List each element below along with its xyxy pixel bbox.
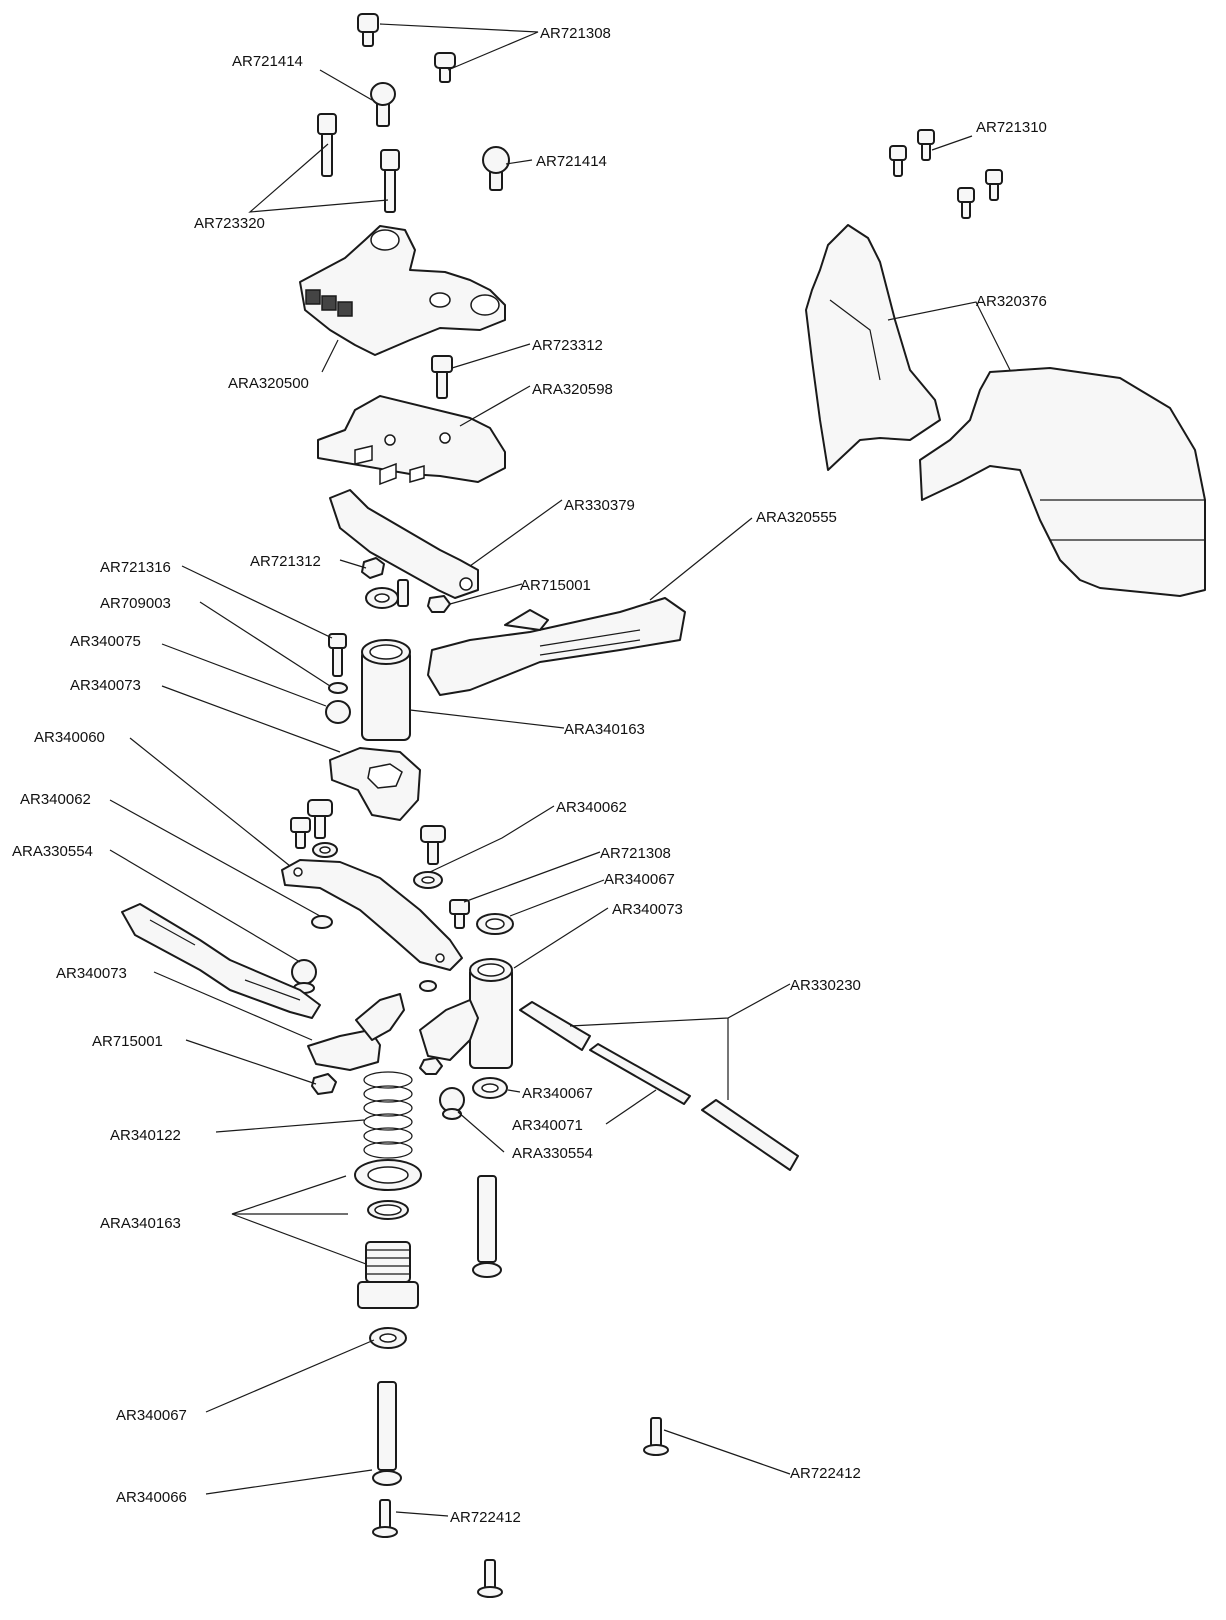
label-ar721312: AR721312	[250, 553, 321, 570]
screw-ar723312	[431, 355, 453, 399]
washer-c	[311, 915, 333, 929]
servo-mount-ara320500	[299, 225, 506, 356]
part-labels: AR721308 AR721414 AR721414 AR723320 ARA3…	[12, 25, 1047, 1526]
label-ar709003: AR709003	[100, 595, 171, 612]
label-ara330554-right: ARA330554	[512, 1145, 593, 1162]
screw-ar721308-mid	[449, 899, 470, 929]
washer-ring-large	[354, 1159, 422, 1191]
label-ar722412-b: AR722412	[790, 1465, 861, 1482]
washer-ar340067-a	[476, 913, 514, 935]
bracket-ar330379	[329, 489, 479, 599]
leader-lines	[109, 23, 1011, 1517]
label-ar340062-left: AR340062	[20, 791, 91, 808]
label-ar340073-c: AR340073	[56, 965, 127, 982]
pivot-pin-right	[472, 1175, 502, 1278]
turnbuckle-left	[121, 903, 321, 1019]
bolt-ar340062-c	[420, 825, 446, 865]
washer-b	[413, 871, 443, 889]
label-ar715001-bottom: AR715001	[92, 1033, 163, 1050]
guard-ar320376-left	[805, 224, 941, 471]
pivot-pin-ar340066-left	[372, 1381, 402, 1486]
screw-ar721308-a	[357, 13, 379, 47]
shaft-ar330230-a	[519, 1001, 591, 1051]
label-ar723312: AR723312	[532, 337, 603, 354]
label-ara340163-bottom: ARA340163	[100, 1215, 181, 1232]
label-ar340122: AR340122	[110, 1127, 181, 1144]
label-ar340067-b: AR340067	[522, 1085, 593, 1102]
threaded-collar	[357, 1241, 419, 1309]
screw-ar723320-long-b	[380, 149, 400, 213]
label-ar722412-a: AR722412	[450, 1509, 521, 1526]
ball-ar340075	[325, 700, 351, 724]
label-ar330379: AR330379	[564, 497, 635, 514]
label-ara340163-top: ARA340163	[564, 721, 645, 738]
spring-ar340122	[363, 1071, 413, 1159]
label-ar721414-b: AR721414	[536, 153, 607, 170]
label-ar721316: AR721316	[100, 559, 171, 576]
nut-ar715001-bottom	[311, 1073, 337, 1095]
screw-ar721414-a	[370, 82, 396, 127]
screw-ar721310-a	[889, 145, 907, 177]
label-ar340060: AR340060	[34, 729, 105, 746]
screw-ar722412-b	[477, 1559, 503, 1598]
label-ar721414-a: AR721414	[232, 53, 303, 70]
o-ring	[367, 1200, 409, 1220]
bolt-ar340062-b	[290, 817, 311, 849]
label-ara320500: ARA320500	[228, 375, 309, 392]
screw-ar721310-c	[957, 187, 975, 219]
label-ar320376: AR320376	[976, 293, 1047, 310]
screw-ar722412-a	[372, 1499, 398, 1538]
label-ar721308-mid: AR721308	[600, 845, 671, 862]
screw-ar722412-c	[643, 1417, 669, 1456]
nut-ar721312	[361, 557, 385, 579]
shock-body-ara340163-top	[361, 639, 411, 741]
label-ar340062-right: AR340062	[556, 799, 627, 816]
shaft-ar330230-b	[701, 1099, 799, 1171]
label-ar340073-b: AR340073	[612, 901, 683, 918]
nut-ar715001-top	[427, 595, 451, 613]
label-ar330230: AR330230	[790, 977, 861, 994]
horn-ar340073-right	[419, 999, 479, 1061]
nut-small-bottom	[419, 1057, 443, 1075]
pillar-mid	[469, 958, 513, 1069]
washer-ar709003	[328, 682, 348, 694]
washer-a	[312, 842, 338, 858]
washer-small-mid	[419, 980, 437, 992]
screw-ar721308-b	[434, 52, 456, 83]
label-ar721308-top: AR721308	[540, 25, 611, 42]
label-ar340067-a: AR340067	[604, 871, 675, 888]
label-ar340067-c: AR340067	[116, 1407, 187, 1424]
pin-small	[397, 579, 409, 607]
plate-ara320598	[317, 395, 506, 486]
arm-ara320555	[427, 597, 686, 696]
label-ar721310: AR721310	[976, 119, 1047, 136]
washer-ar340067-b	[472, 1077, 508, 1099]
screw-ar721310-b	[917, 129, 935, 161]
washer-ar340067-c	[369, 1327, 407, 1349]
bolt-ar340062-a	[307, 799, 333, 839]
screw-ar721414-b	[482, 146, 510, 191]
label-ar340066: AR340066	[116, 1489, 187, 1506]
guard-ar320376-right	[919, 367, 1206, 597]
shaft-ar340071	[589, 1043, 691, 1105]
label-ara330554-left: ARA330554	[12, 843, 93, 860]
screw-ar721310-d	[985, 169, 1003, 201]
label-ar723320: AR723320	[194, 215, 265, 232]
horn-ar340073-left	[307, 993, 405, 1071]
label-ar715001-top: AR715001	[520, 577, 591, 594]
link-arm-ar340060	[281, 859, 463, 971]
label-ara320555: ARA320555	[756, 509, 837, 526]
label-ar340073-a: AR340073	[70, 677, 141, 694]
label-ara320598: ARA320598	[532, 381, 613, 398]
washer-small-top	[365, 587, 399, 609]
horn-ar340073-top	[329, 747, 421, 821]
label-ar340071: AR340071	[512, 1117, 583, 1134]
label-ar340075: AR340075	[70, 633, 141, 650]
screw-ar721316	[328, 633, 347, 677]
screw-ar723320-long-a	[317, 113, 337, 177]
